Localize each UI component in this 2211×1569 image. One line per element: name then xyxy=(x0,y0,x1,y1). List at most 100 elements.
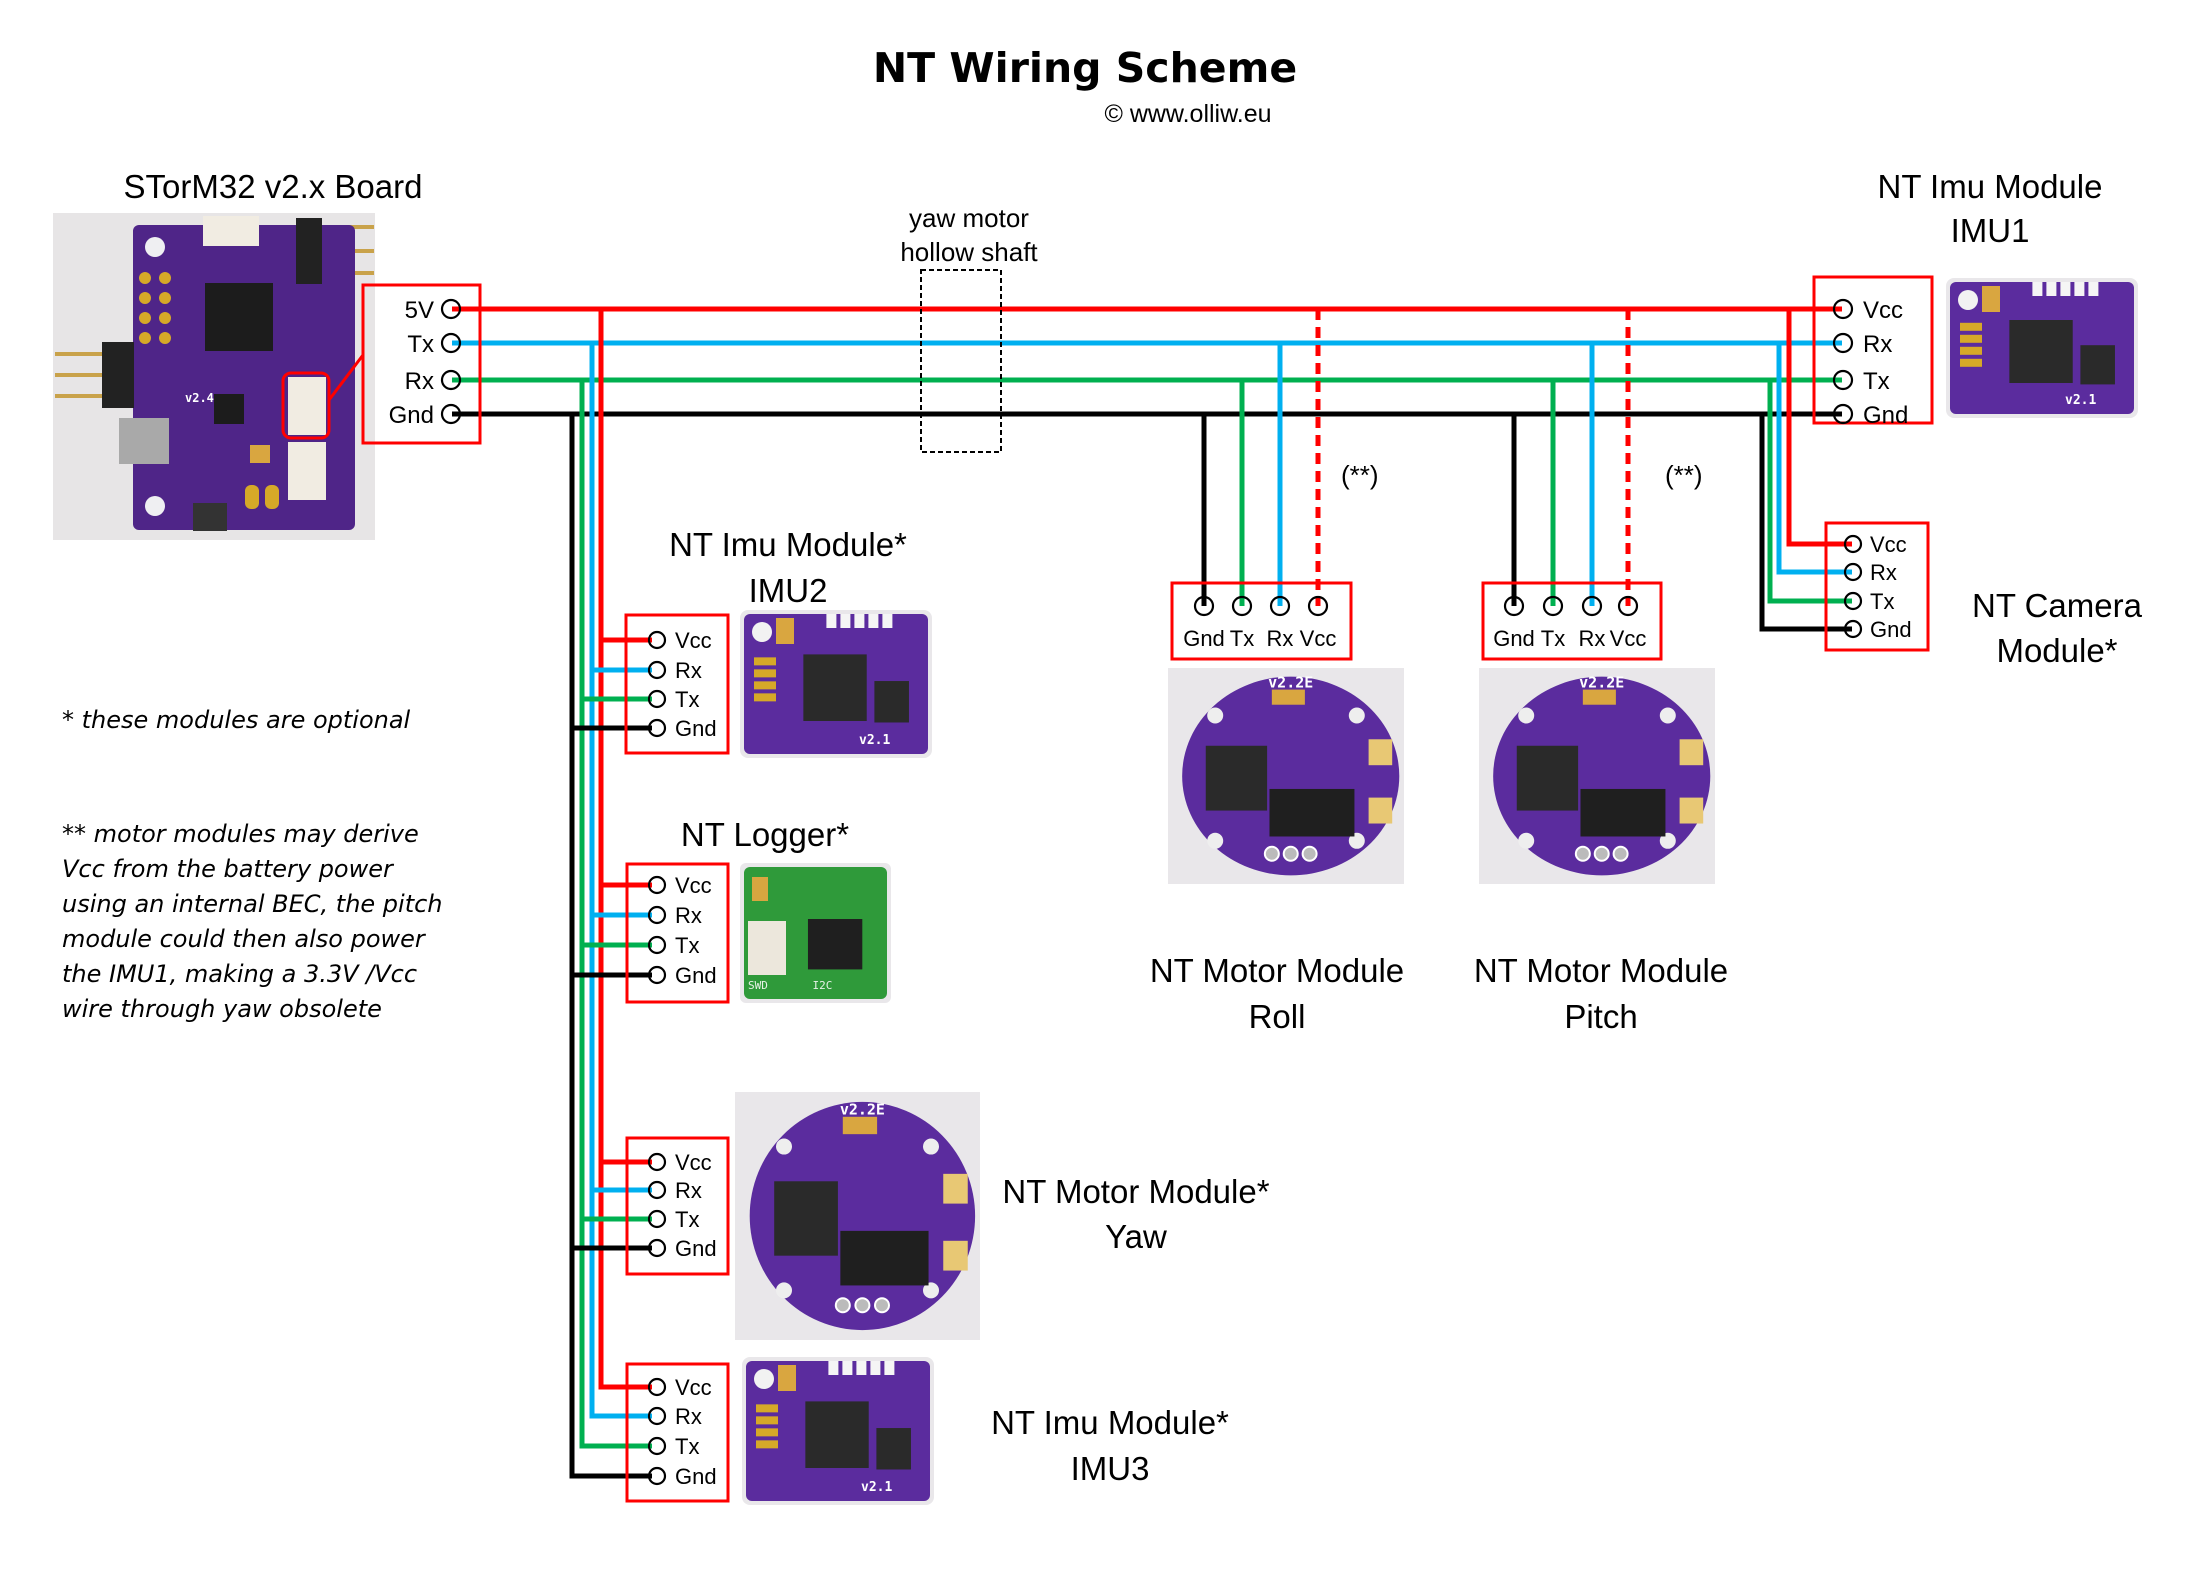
imu2-pin-tx xyxy=(647,689,667,709)
pitch-vcc-note: (**) xyxy=(1665,460,1703,490)
pcb-version-label: v2.2E xyxy=(840,1100,885,1118)
pitch-title-1: NT Motor Module xyxy=(1474,952,1728,989)
imu1-pin-gnd xyxy=(1832,403,1854,425)
imu1-pin-rx xyxy=(1832,332,1854,354)
imu2-connector-box xyxy=(624,613,730,755)
yaw-pin-rx xyxy=(647,1180,667,1200)
bec-note-line: ** motor modules may derive xyxy=(62,820,419,848)
branch-gnd-wire xyxy=(569,414,652,1479)
highlight-leader-line xyxy=(327,354,365,401)
yaw-pin-gnd xyxy=(647,1238,667,1258)
imu1-pin-label: Rx xyxy=(1863,331,1892,358)
camera-title-1: NT Camera xyxy=(1972,587,2143,624)
yaw-shaft-label-2: hollow shaft xyxy=(900,237,1038,267)
yaw-shaft-label-1: yaw motor xyxy=(909,203,1029,233)
pitch-connector-box xyxy=(1481,581,1663,661)
imu3-pin-label: Tx xyxy=(675,1434,699,1459)
board-pin-rx xyxy=(440,369,462,391)
imu2-title-1: NT Imu Module* xyxy=(669,526,907,563)
bec-note-line: wire through yaw obsolete xyxy=(62,995,382,1023)
pcb-label: I2C xyxy=(812,979,832,992)
copyright-text: © www.olliw.eu xyxy=(1104,100,1271,128)
pitch-pin-gnd xyxy=(1503,595,1525,617)
camera-pin-label: Tx xyxy=(1870,589,1894,614)
imu2-pin-vcc xyxy=(647,630,667,650)
logger-photo: SWD I2C xyxy=(740,863,891,1003)
imu3-photo: v2.1 xyxy=(742,1357,934,1505)
pcb-version-label: v2.1 xyxy=(2065,393,2096,408)
logger-pin-tx xyxy=(647,935,667,955)
optional-note: * these modules are optional xyxy=(62,706,411,734)
pitch-pin-label: Rx xyxy=(1579,626,1606,651)
camera-rx-wire xyxy=(1776,343,1852,575)
camera-title-2: Module* xyxy=(1996,632,2117,669)
logger-pin-label: Rx xyxy=(675,903,702,928)
logger-connector-box xyxy=(625,862,730,1004)
imu3-title-2: IMU3 xyxy=(1071,1450,1150,1487)
yaw-pin-label: Vcc xyxy=(675,1150,712,1175)
imu2-pin-gnd xyxy=(647,718,667,738)
pitch-pin-label: Gnd xyxy=(1493,626,1535,651)
camera-pin-gnd xyxy=(1843,619,1863,639)
imu1-pin-label: Gnd xyxy=(1863,402,1908,429)
yaw-title-2: Yaw xyxy=(1105,1218,1167,1255)
imu1-title-1: NT Imu Module xyxy=(1878,168,2103,205)
roll-pin-rx xyxy=(1269,595,1291,617)
pitch-pin-label: Vcc xyxy=(1610,626,1647,651)
bec-note: ** motor modules may derive Vcc from the… xyxy=(62,820,443,1023)
roll-pin-vcc xyxy=(1307,595,1329,617)
yaw-connector-box xyxy=(625,1136,730,1276)
bec-note-line: module could then also power xyxy=(62,925,427,953)
logger-pin-vcc xyxy=(647,875,667,895)
yaw-pin-label: Tx xyxy=(675,1207,699,1232)
storm32-board-photo: v2.4 xyxy=(53,213,375,540)
roll-title-1: NT Motor Module xyxy=(1150,952,1404,989)
bec-note-line: the IMU1, making a 3.3V /Vcc xyxy=(62,960,417,988)
board-pin-tx xyxy=(440,332,462,354)
yaw-pin-label: Gnd xyxy=(675,1236,717,1261)
imu3-pin-label: Gnd xyxy=(675,1464,717,1489)
board-pin-label: 5V xyxy=(405,297,434,324)
camera-connector-box xyxy=(1824,521,1930,652)
camera-pin-rx xyxy=(1843,562,1863,582)
wires xyxy=(452,306,1852,1479)
pitch-pin-label: Tx xyxy=(1541,626,1565,651)
yaw-motor-photo: v2.2E xyxy=(735,1092,980,1340)
imu3-connector-box xyxy=(625,1362,730,1503)
imu3-pin-label: Rx xyxy=(675,1404,702,1429)
imu2-pin-label: Vcc xyxy=(675,628,712,653)
board-connector-highlight xyxy=(281,371,331,440)
camera-vcc-wire xyxy=(1786,309,1852,547)
roll-pin-label: Gnd xyxy=(1183,626,1225,651)
imu2-title-2: IMU2 xyxy=(749,572,828,609)
logger-pin-rx xyxy=(647,905,667,925)
pcb-version-label: v2.1 xyxy=(859,733,890,748)
camera-gnd-wire xyxy=(1759,414,1852,632)
board-pin-label: Gnd xyxy=(389,402,434,429)
imu1-pin-vcc xyxy=(1832,298,1854,320)
pcb-label: SWD xyxy=(748,979,768,992)
imu3-pin-gnd xyxy=(647,1466,667,1486)
imu3-pin-vcc xyxy=(647,1377,667,1397)
imu3-title-1: NT Imu Module* xyxy=(991,1404,1229,1441)
logger-title: NT Logger* xyxy=(681,816,849,853)
board-connector-box xyxy=(361,283,482,445)
imu2-pin-label: Rx xyxy=(675,658,702,683)
roll-pin-label: Rx xyxy=(1267,626,1294,651)
imu1-photo: v2.1 xyxy=(1946,278,2138,418)
pcb-version-label: v2.1 xyxy=(861,1480,892,1495)
imu2-photo: v2.1 xyxy=(740,610,932,758)
imu2-pin-rx xyxy=(647,660,667,680)
board-pin-gnd xyxy=(440,403,462,425)
pcb-version-label: v2.2E xyxy=(1579,673,1624,691)
board-pin-label: Tx xyxy=(407,331,434,358)
pitch-pin-vcc xyxy=(1617,595,1639,617)
pitch-title-2: Pitch xyxy=(1564,998,1637,1035)
board-version-label: v2.4 xyxy=(185,391,214,405)
logger-pin-label: Tx xyxy=(675,933,699,958)
board-pin-label: Rx xyxy=(405,368,434,395)
roll-connector-box xyxy=(1170,581,1353,661)
roll-vcc-note: (**) xyxy=(1341,460,1379,490)
yaw-hollow-shaft-box xyxy=(920,269,1002,453)
